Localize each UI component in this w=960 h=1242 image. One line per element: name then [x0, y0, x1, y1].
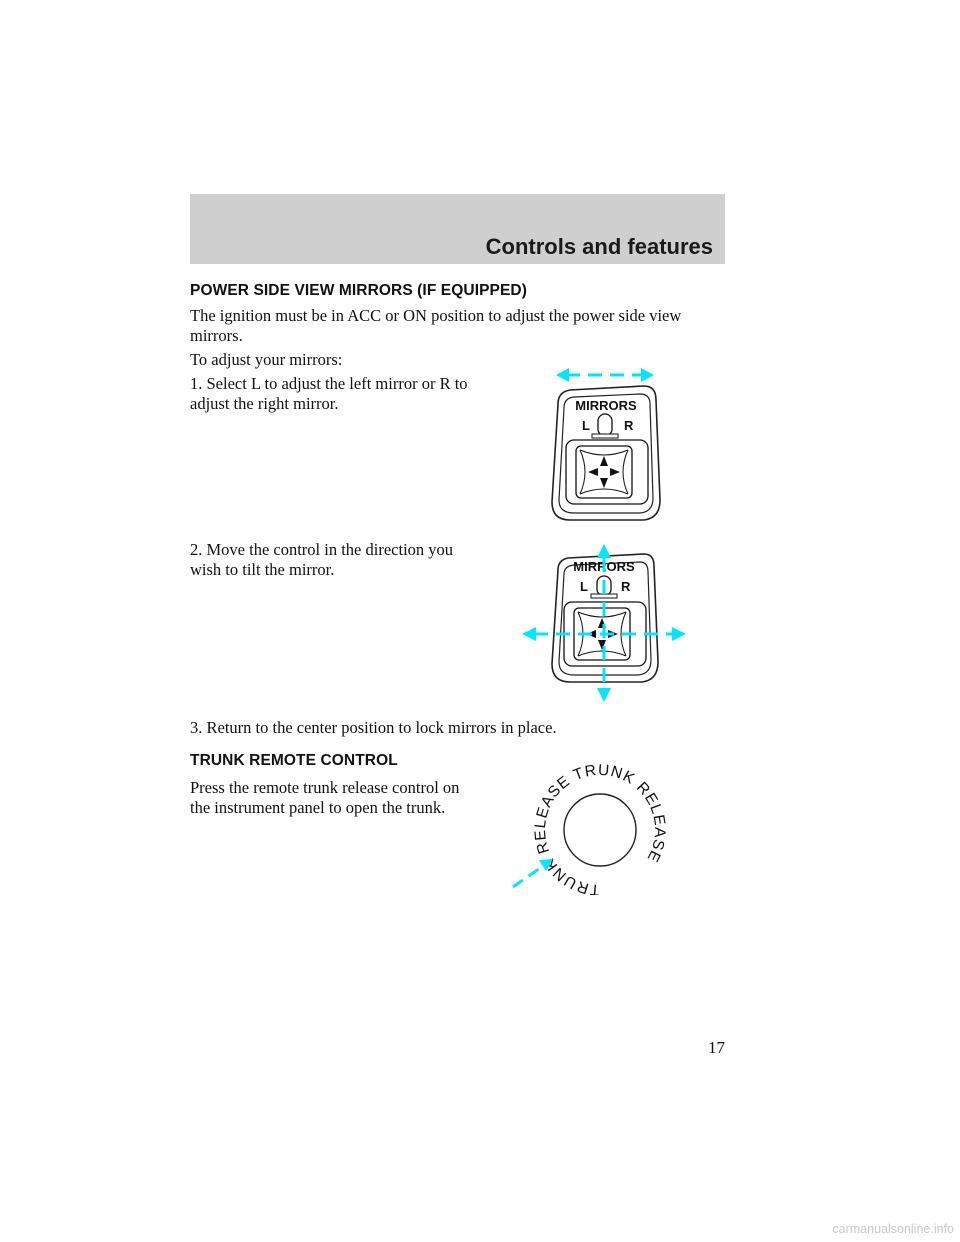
trunk-heading: TRUNK REMOTE CONTROL: [190, 752, 398, 769]
mirrors-label: MIRRORS: [575, 398, 637, 413]
trunk-release-button: [563, 793, 637, 867]
left-select-label: L: [582, 418, 590, 433]
right-select-label: R: [624, 418, 634, 433]
power-mirrors-step-1: 1. Select L to adjust the left mirror or…: [190, 374, 468, 413]
power-mirrors-heading: POWER SIDE VIEW MIRRORS (IF EQUIPPED): [190, 282, 527, 299]
mirror-joystick: [575, 445, 633, 499]
section-title: Controls and features: [485, 234, 713, 259]
power-mirrors-step-2: 2. Move the control in the direction you…: [190, 540, 454, 579]
page-number: 17: [708, 1038, 725, 1057]
section-header-band: Controls and features: [190, 194, 725, 264]
left-select-label-2: L: [580, 579, 588, 594]
trunk-release-figure: TRUNK RELEASE TRUNK RELEASE: [512, 762, 667, 895]
pointer-arrow-icon: [512, 859, 553, 889]
direction-arrows-icon: [588, 456, 620, 488]
mirror-tilt-figure: MIRRORS L R: [522, 544, 686, 702]
mirror-select-figure: MIRRORS L R: [551, 368, 661, 521]
power-mirrors-lead: To adjust your mirrors:: [190, 350, 343, 369]
lr-selector-switch: [597, 413, 613, 437]
power-mirrors-intro: The ignition must be in ACC or ON positi…: [190, 306, 682, 345]
left-right-arrow-icon: [556, 368, 654, 382]
four-way-arrows-icon: [522, 544, 686, 702]
right-select-label-2: R: [621, 579, 631, 594]
footer-watermark: carmanualsonline.info: [832, 1222, 954, 1236]
trunk-body: Press the remote trunk release control o…: [190, 778, 460, 817]
power-mirrors-step-3: 3. Return to the center position to lock…: [190, 718, 557, 737]
